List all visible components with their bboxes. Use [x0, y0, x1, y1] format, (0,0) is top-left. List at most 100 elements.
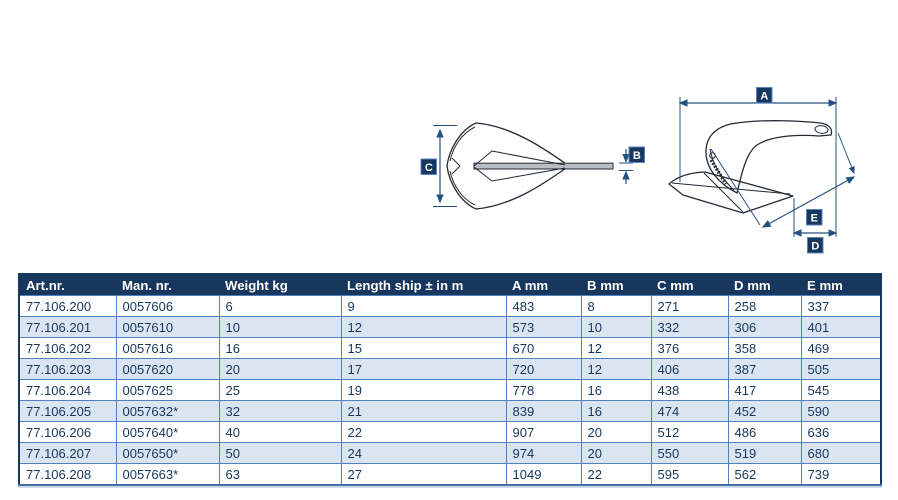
fluke-rim-bottom — [449, 170, 476, 206]
shank-outline — [705, 120, 833, 194]
table-cell: 77.106.203 — [18, 358, 117, 380]
spec-table: Art.nr. Man. nr. Weight kg Length ship ±… — [18, 273, 882, 486]
fluke-notch — [451, 157, 461, 175]
column-header-a: A mm — [506, 274, 581, 296]
table-cell: 32 — [218, 400, 342, 422]
table-cell: 839 — [505, 400, 582, 422]
table-cell: 0057625 — [115, 379, 220, 401]
table-cell: 16 — [218, 337, 342, 359]
table-row: 77.106.200 0057606 6 9 483 8 271 258 337 — [18, 295, 882, 317]
dimension-label-box-c — [420, 158, 437, 175]
table-cell: 77.106.202 — [18, 337, 117, 359]
table-cell: 595 — [650, 463, 729, 486]
column-header-weight: Weight kg — [219, 274, 341, 296]
table-cell: 720 — [505, 358, 582, 380]
dimension-e: E — [710, 132, 856, 228]
table-cell: 258 — [727, 295, 802, 317]
table-cell: 512 — [650, 421, 729, 443]
table-cell: 0057650* — [115, 442, 220, 464]
table-cell: 20 — [218, 358, 342, 380]
table-cell: 907 — [505, 421, 582, 443]
dimension-label-b: B — [633, 150, 641, 162]
anchor-side-view-drawing — [668, 120, 833, 214]
dimension-label-box-b — [628, 146, 645, 163]
table-cell: 545 — [800, 379, 882, 401]
table-cell: 974 — [505, 442, 582, 464]
table-cell: 550 — [650, 442, 729, 464]
table-cell: 474 — [650, 400, 729, 422]
table-cell: 16 — [580, 400, 652, 422]
table-row: 77.106.204 0057625 25 19 778 16 438 417 … — [18, 379, 882, 401]
column-header-b: B mm — [581, 274, 651, 296]
table-row: 77.106.201 0057610 10 12 573 10 332 306 … — [18, 316, 882, 338]
anchor-top-view-diagram: C B — [420, 122, 645, 210]
side-fluke-outline — [668, 171, 794, 214]
table-cell: 25 — [218, 379, 342, 401]
table-cell: 63 — [218, 463, 342, 486]
table-cell: 0057640* — [115, 421, 220, 443]
table-cell: 77.106.204 — [18, 379, 117, 401]
table-cell: 16 — [580, 379, 652, 401]
column-header-length-ship: Length ship ± in m — [341, 274, 506, 296]
table-cell: 20 — [580, 442, 652, 464]
table-cell: 22 — [580, 463, 652, 486]
table-cell: 8 — [580, 295, 652, 317]
table-cell: 6 — [218, 295, 342, 317]
spec-table-body: 77.106.200 0057606 6 9 483 8 271 258 337… — [18, 295, 882, 486]
table-cell: 50 — [218, 442, 342, 464]
table-cell: 387 — [727, 358, 802, 380]
table-row: 77.106.203 0057620 20 17 720 12 406 387 … — [18, 358, 882, 380]
table-cell: 21 — [340, 400, 507, 422]
table-cell: 271 — [650, 295, 729, 317]
table-cell: 590 — [800, 400, 882, 422]
pivot-rod — [709, 159, 728, 185]
fluke-rim-top — [449, 126, 476, 162]
table-cell: 636 — [800, 421, 882, 443]
dimension-label-c: C — [425, 162, 433, 174]
table-cell: 19 — [340, 379, 507, 401]
column-header-c: C mm — [651, 274, 728, 296]
table-cell: 562 — [727, 463, 802, 486]
table-cell: 406 — [650, 358, 729, 380]
table-cell: 12 — [340, 316, 507, 338]
dimension-d: D — [792, 198, 838, 254]
table-cell: 12 — [580, 337, 652, 359]
table-cell: 9 — [340, 295, 507, 317]
table-row: 77.106.206 0057640* 40 22 907 20 512 486… — [18, 421, 882, 443]
dimension-b: B — [619, 146, 645, 184]
table-row: 77.106.202 0057616 16 15 670 12 376 358 … — [18, 337, 882, 359]
table-cell: 332 — [650, 316, 729, 338]
dimension-a: A — [678, 87, 838, 237]
header-row: Art.nr. Man. nr. Weight kg Length ship ±… — [19, 274, 881, 296]
shackle-eye — [814, 125, 829, 134]
table-cell: 573 — [505, 316, 582, 338]
table-row: 77.106.207 0057650* 50 24 974 20 550 519… — [18, 442, 882, 464]
table-cell: 10 — [218, 316, 342, 338]
dimension-label-box-a — [756, 87, 773, 104]
table-cell: 0057616 — [115, 337, 220, 359]
table-cell: 77.106.200 — [18, 295, 117, 317]
dimension-c: C — [420, 125, 457, 207]
table-cell: 22 — [340, 421, 507, 443]
fluke-fold-lines — [473, 150, 566, 182]
table-cell: 670 — [505, 337, 582, 359]
anchor-top-view-drawing — [446, 122, 614, 210]
table-cell: 27 — [340, 463, 507, 486]
dimension-label-a: A — [760, 91, 768, 103]
column-header-d: D mm — [728, 274, 801, 296]
table-cell: 0057606 — [115, 295, 220, 317]
table-row: 77.106.208 0057663* 63 27 1049 22 595 56… — [18, 463, 882, 486]
table-cell: 376 — [650, 337, 729, 359]
table-cell: 0057620 — [115, 358, 220, 380]
column-header-mannr: Man. nr. — [116, 274, 219, 296]
table-cell: 24 — [340, 442, 507, 464]
table-cell: 401 — [800, 316, 882, 338]
table-cell: 417 — [727, 379, 802, 401]
table-cell: 0057632* — [115, 400, 220, 422]
table-cell: 77.106.201 — [18, 316, 117, 338]
table-cell: 438 — [650, 379, 729, 401]
table-cell: 505 — [800, 358, 882, 380]
table-cell: 40 — [218, 421, 342, 443]
table-cell: 77.106.205 — [18, 400, 117, 422]
table-cell: 17 — [340, 358, 507, 380]
